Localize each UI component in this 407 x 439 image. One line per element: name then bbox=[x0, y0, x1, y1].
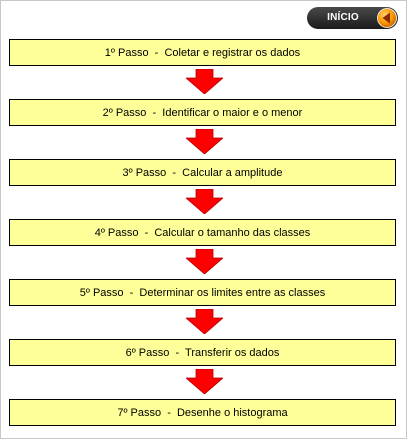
step-7-box: 7º Passo - Desenhe o histograma bbox=[9, 399, 396, 426]
step-1-label: 1º Passo - Coletar e registrar os dados bbox=[104, 46, 301, 59]
step-4-box: 4º Passo - Calcular o tamanho das classe… bbox=[9, 219, 396, 246]
step-1-box: 1º Passo - Coletar e registrar os dados bbox=[9, 39, 396, 66]
down-arrow-icon bbox=[186, 369, 223, 394]
down-arrow-icon bbox=[186, 189, 223, 214]
step-3-box: 3º Passo - Calcular a amplitude bbox=[9, 159, 396, 186]
step-3-label: 3º Passo - Calcular a amplitude bbox=[122, 166, 283, 179]
step-6-label: 6º Passo - Transferir os dados bbox=[125, 346, 280, 359]
back-arrow-icon bbox=[377, 8, 397, 28]
down-arrow-icon bbox=[186, 249, 223, 274]
home-button-label: INÍCIO bbox=[327, 12, 359, 23]
step-5-label: 5º Passo - Determinar os limites entre a… bbox=[79, 286, 326, 299]
step-6-box: 6º Passo - Transferir os dados bbox=[9, 339, 396, 366]
down-arrow-icon bbox=[186, 69, 223, 94]
down-arrow-icon bbox=[186, 309, 223, 334]
step-4-label: 4º Passo - Calcular o tamanho das classe… bbox=[94, 226, 311, 239]
step-2-label: 2º Passo - Identificar o maior e o menor bbox=[102, 106, 303, 119]
down-arrow-icon bbox=[186, 129, 223, 154]
step-2-box: 2º Passo - Identificar o maior e o menor bbox=[9, 99, 396, 126]
step-5-box: 5º Passo - Determinar os limites entre a… bbox=[9, 279, 396, 306]
step-7-label: 7º Passo - Desenhe o histograma bbox=[117, 406, 288, 419]
home-button[interactable]: INÍCIO bbox=[307, 7, 398, 29]
